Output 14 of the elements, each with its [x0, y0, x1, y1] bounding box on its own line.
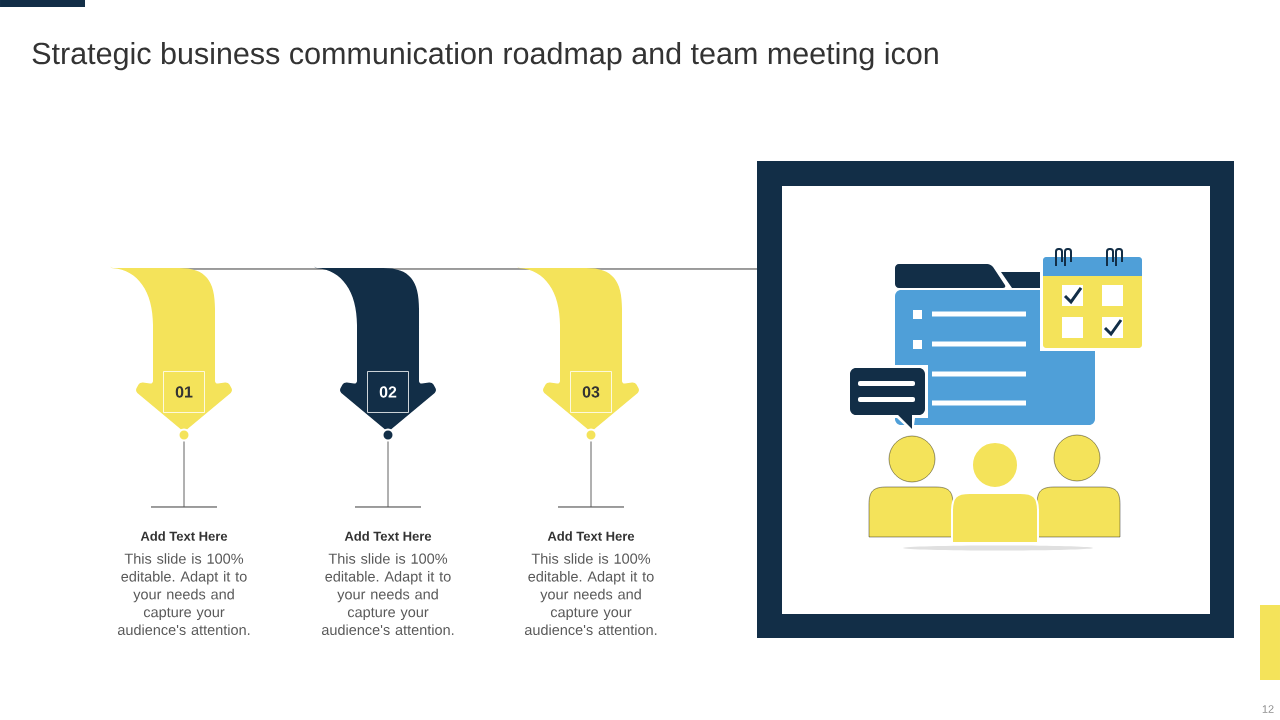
connector-line [183, 441, 185, 508]
description: This slide is 100% editable. Adapt it to your needs and capture your audience's attention. [321, 553, 454, 636]
description: This slide is 100% editable. Adapt it to your needs and capture your audience's attention. [524, 553, 657, 636]
number-box: 01 [163, 371, 205, 413]
connector-line [387, 441, 389, 508]
description: This slide is 100% editable. Adapt it to your needs and capture your audience's attention. [117, 553, 250, 636]
heading: Add Text Here [140, 531, 228, 541]
number-box: 02 [367, 371, 409, 413]
title: Strategic business communication roadmap and team meeting icon [32, 41, 938, 71]
heading: Add Text Here [344, 531, 432, 541]
page-number: 12 [1262, 705, 1274, 713]
connector-line [590, 441, 592, 508]
heading: Add Text Here [547, 531, 635, 541]
number-box: 03 [570, 371, 612, 413]
